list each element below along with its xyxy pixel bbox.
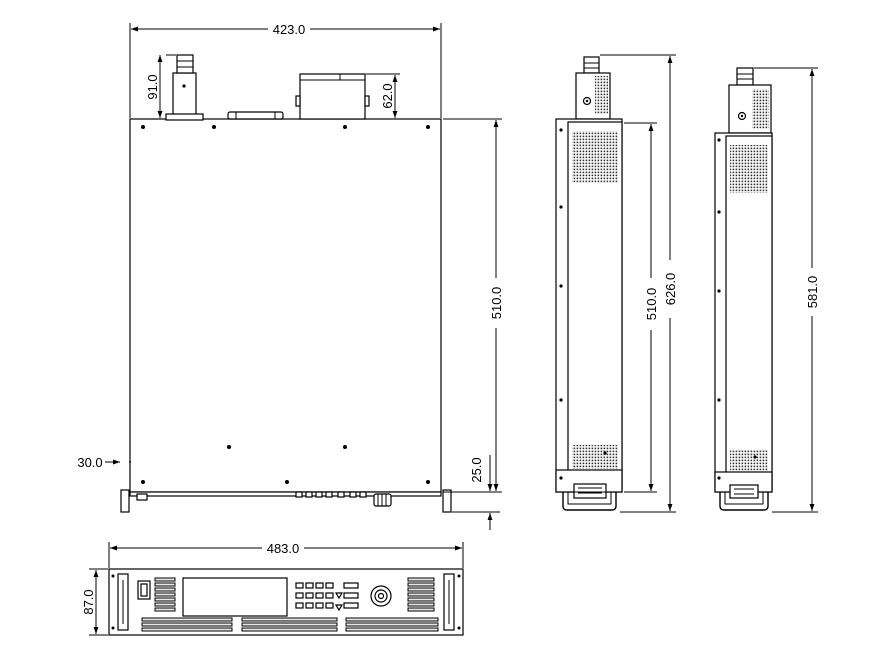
dim-gland-height: 91.0 [145, 74, 160, 99]
side-view-2-screws [717, 138, 757, 480]
dim-top-width: 423.0 [273, 22, 306, 37]
side-view-2-vent-top [730, 145, 768, 193]
side-view-1 [555, 56, 623, 511]
side-view-2-vent-bottom [730, 450, 768, 472]
dim-top-depth: 510.0 [489, 287, 504, 320]
dim-side2-depth: 581.0 [805, 276, 820, 309]
dim-foot-offset: 30.0 [77, 455, 102, 470]
top-view-dimensions: 423.0 91.0 62.0 510.0 30.0 25.0 [77, 22, 504, 530]
dim-bottom-clearance: 25.0 [469, 457, 484, 482]
top-view [120, 54, 452, 513]
side-view-2 [714, 67, 773, 511]
side-view-1-vent-bottom [572, 445, 618, 469]
dim-side-depth-inner: 510.0 [644, 288, 659, 321]
front-view-handles [117, 573, 455, 631]
top-view-screws [141, 125, 430, 484]
top-view-terminal-box [295, 73, 370, 120]
side-view-1-screws [559, 128, 607, 480]
front-view-vent-left [154, 577, 176, 612]
front-view [108, 568, 464, 636]
dim-box-height: 62.0 [380, 83, 395, 108]
top-view-chassis [129, 118, 442, 493]
side-view-1-dimensions: 510.0 626.0 [600, 54, 678, 513]
front-view-knob [370, 585, 392, 607]
front-view-vent-right [407, 577, 435, 612]
top-view-front-fittings [120, 489, 452, 513]
dim-front-height: 87.0 [81, 589, 96, 614]
side-view-2-handle [719, 484, 769, 511]
top-view-cable-gland [165, 54, 204, 121]
front-view-dimensions: 483.0 87.0 [81, 541, 464, 636]
side-view-2-top-module [728, 67, 772, 134]
front-view-display [182, 577, 288, 617]
dim-front-width: 483.0 [267, 541, 300, 556]
side-view-1-top-module [575, 56, 611, 120]
power-switch [137, 580, 151, 600]
side-view-2-dimensions: 581.0 [754, 67, 820, 513]
top-view-fitting [227, 111, 284, 120]
front-view-keypad [295, 582, 359, 612]
dim-side-depth-total: 626.0 [663, 273, 678, 306]
front-view-vent-bottom [141, 617, 439, 632]
side-view-1-vent-top [572, 131, 618, 183]
front-view-rack-screws [111, 574, 461, 630]
side-view-1-handle [562, 483, 617, 511]
